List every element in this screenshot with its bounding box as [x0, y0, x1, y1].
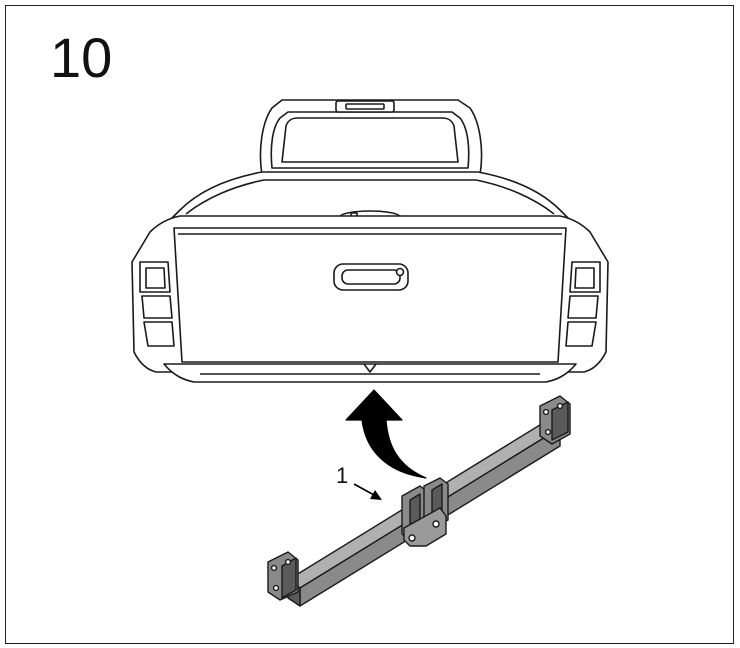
sheet-border [5, 5, 734, 644]
callout-label: 1 [336, 463, 349, 488]
step-number: 10 [50, 26, 113, 89]
pickup-truck-rear-icon [131, 99, 609, 383]
tow-bar-crossbeam-icon [267, 395, 571, 607]
callout-leader-arrow [353, 483, 382, 500]
curved-lift-arrow-icon [345, 389, 427, 479]
